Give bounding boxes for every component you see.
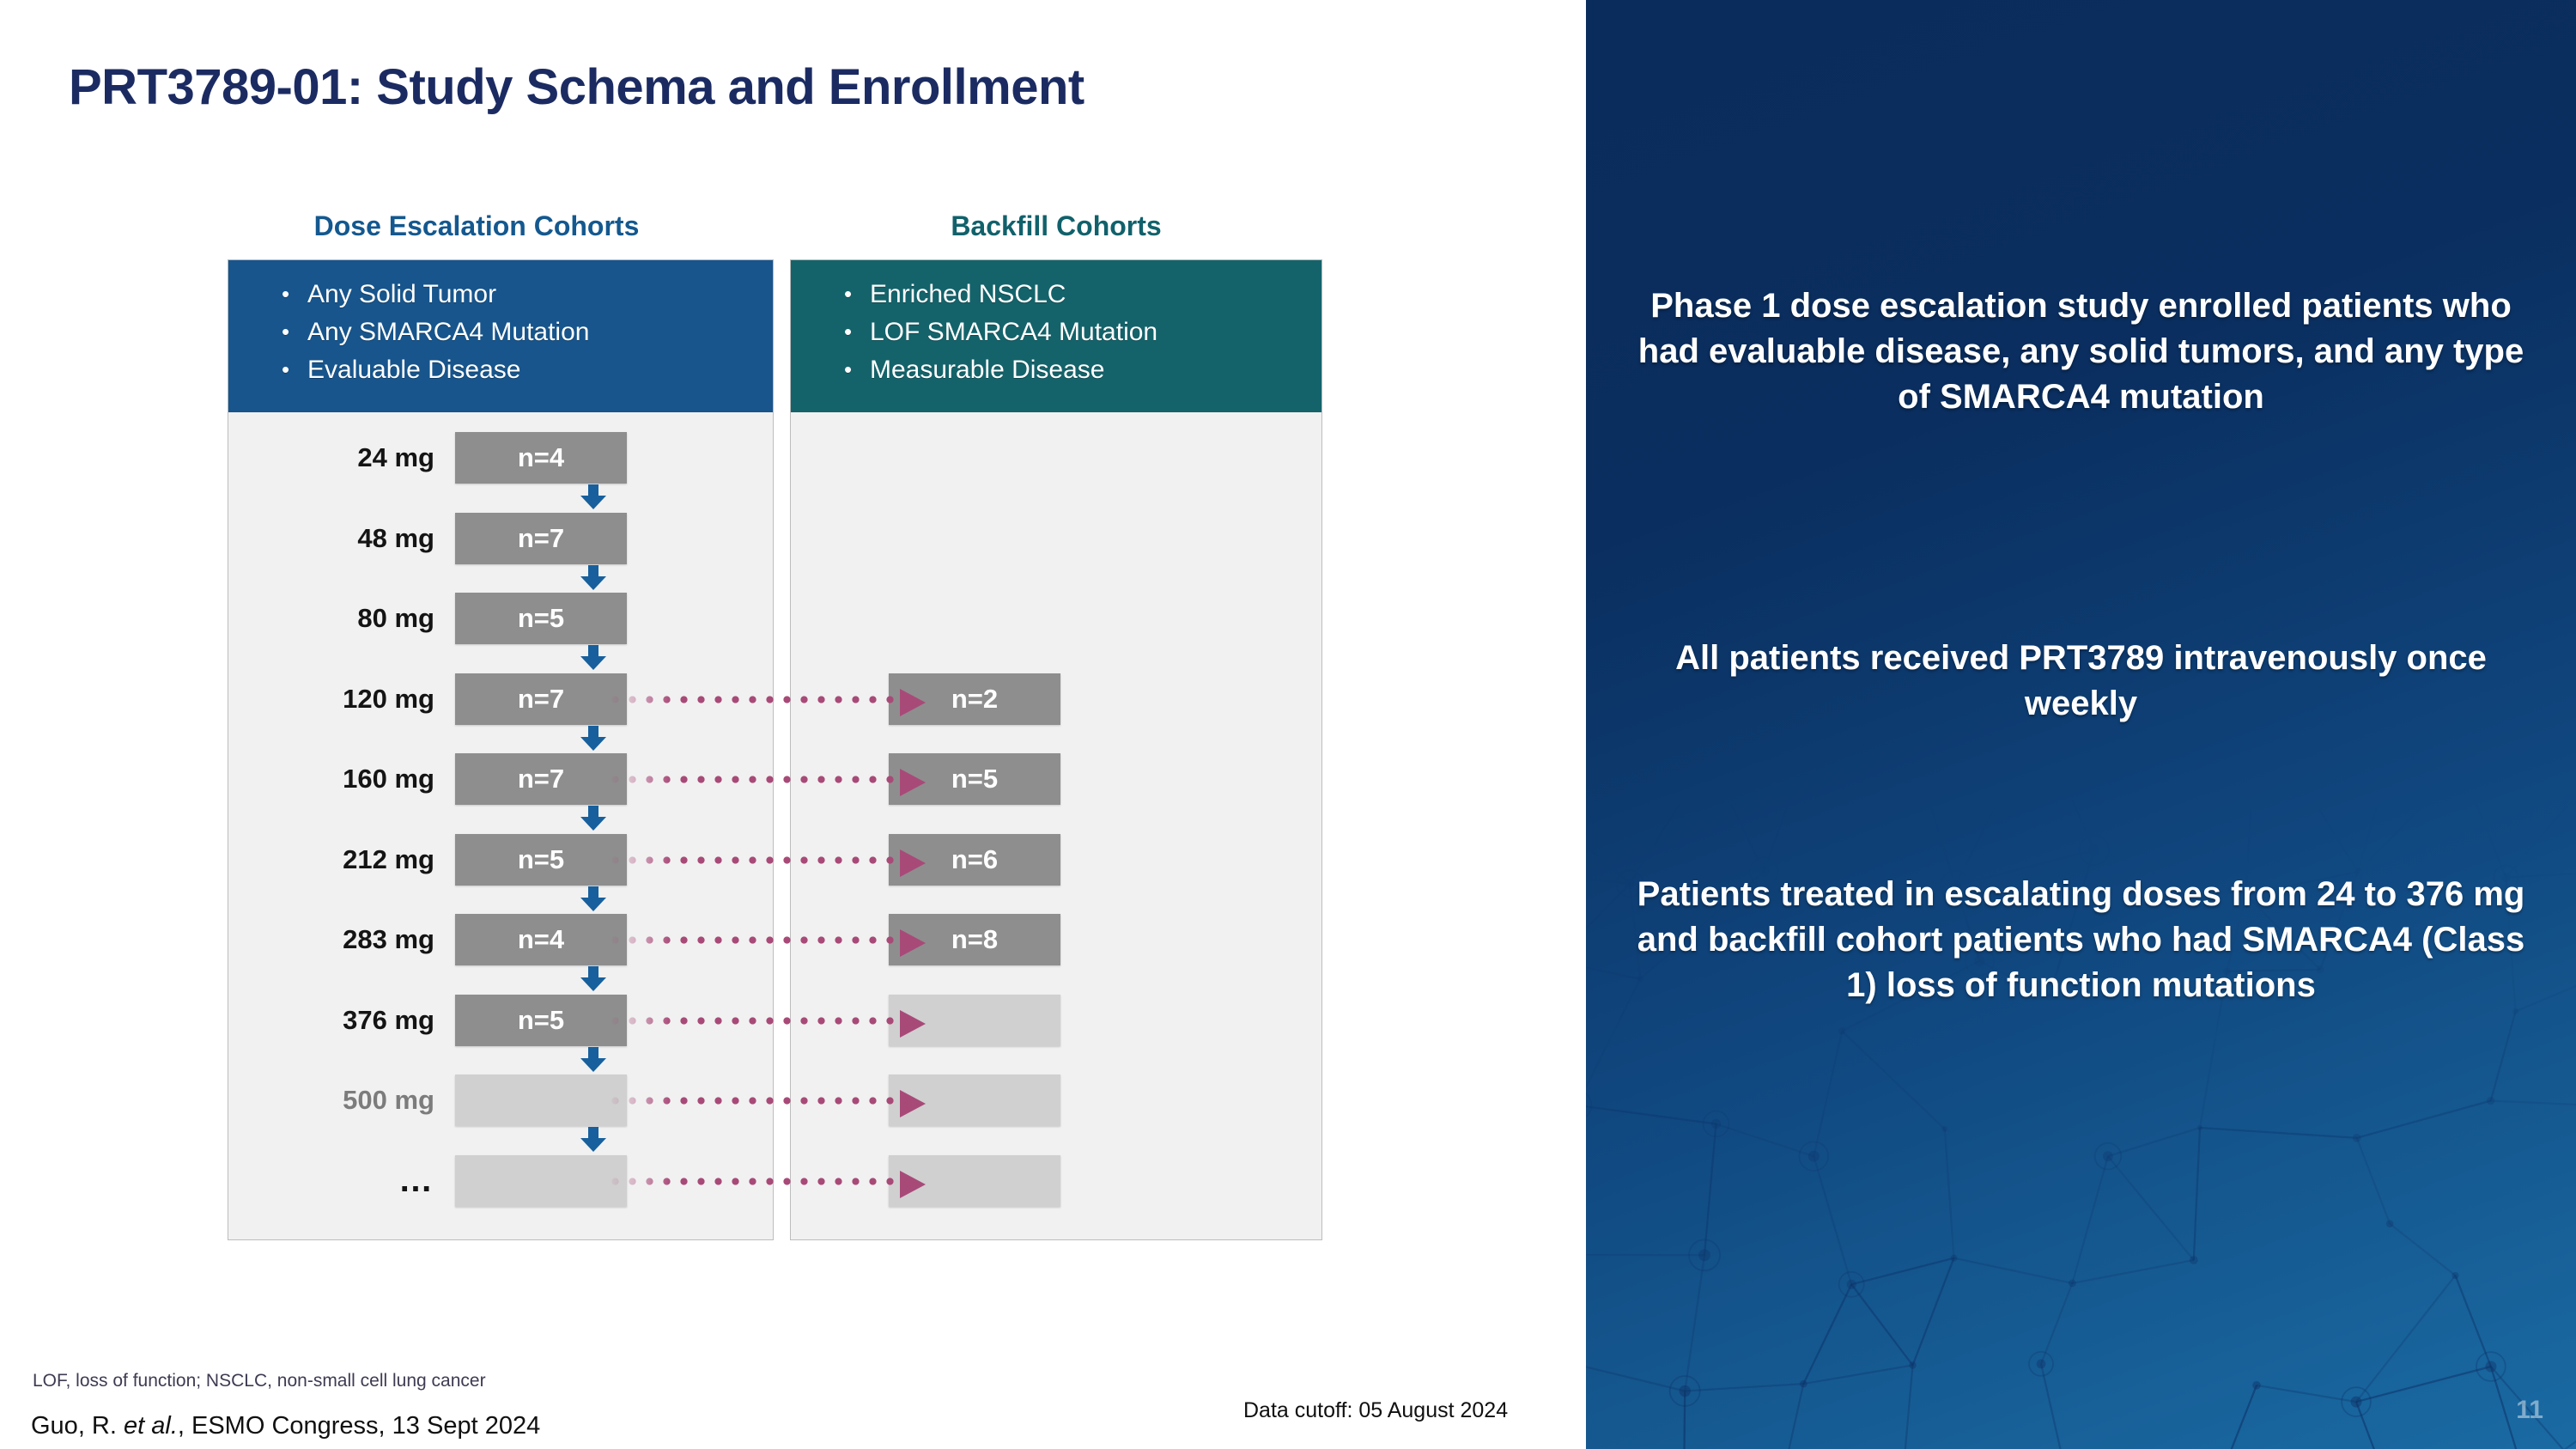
- escalation-enrollment-box: n=5: [455, 833, 627, 886]
- dose-level-label: 376 mg: [343, 1004, 434, 1035]
- escalation-enrollment-box: n=5: [455, 593, 627, 644]
- escalation-down-arrow-icon: [579, 1046, 608, 1073]
- dose-ladder-row: 283 mg n=4: [228, 913, 774, 966]
- dose-escalation-ladder: 24 mg n=4 48 mg n=7 80 mg n=5 120 mg n=7 160 mg n…: [228, 412, 774, 1240]
- citation-note: Guo, R. et al., ESMO Congress, 13 Sept 2…: [31, 1412, 540, 1440]
- dose-ladder-row: 80 mg n=5: [228, 592, 774, 645]
- dose-ladder-row: 120 mg n=7: [228, 673, 774, 726]
- backfill-connector-arrow-icon: [611, 1009, 933, 1038]
- escalation-down-arrow-icon: [579, 564, 608, 591]
- escalation-down-arrow-icon: [579, 886, 608, 912]
- dose-ladder-row: 160 mg n=7: [228, 752, 774, 806]
- backfill-connector-arrow-icon: [611, 1170, 933, 1198]
- backfill-enrollment-box: n=6: [889, 833, 1060, 886]
- escalation-enrollment-box: n=7: [455, 753, 627, 805]
- citation-italic: et al.: [124, 1412, 178, 1440]
- dose-level-label: …: [398, 1161, 434, 1199]
- dose-level-label: 160 mg: [343, 764, 434, 794]
- escalation-down-arrow-icon: [579, 645, 608, 671]
- abbreviations-note: LOF, loss of function; NSCLC, non-small …: [33, 1371, 486, 1391]
- criteria-item: Any SMARCA4 Mutation: [282, 313, 773, 351]
- escalation-enrollment-box: [455, 1154, 627, 1207]
- dose-level-label: 48 mg: [357, 522, 434, 553]
- right-panel-copy: Phase 1 dose escalation study enrolled p…: [1586, 0, 2576, 1449]
- escalation-down-arrow-icon: [579, 966, 608, 992]
- right-summary-panel: Phase 1 dose escalation study enrolled p…: [1586, 0, 2576, 1449]
- slide-left-content: PRT3789-01: Study Schema and Enrollment …: [0, 0, 1586, 1449]
- escalation-down-arrow-icon: [579, 484, 608, 510]
- escalation-enrollment-box: [455, 1075, 627, 1126]
- dose-level-label: 120 mg: [343, 683, 434, 714]
- data-cutoff-note: Data cutoff: 05 August 2024: [1243, 1398, 1509, 1422]
- backfill-row: n=6: [790, 833, 1322, 886]
- escalation-down-arrow-icon: [579, 806, 608, 831]
- escalation-down-arrow-icon: [579, 725, 608, 752]
- backfill-criteria-list: Enriched NSCLC LOF SMARCA4 Mutation Meas…: [844, 275, 1321, 389]
- summary-paragraph-1: Phase 1 dose escalation study enrolled p…: [1637, 287, 2524, 416]
- dose-level-label: 500 mg: [343, 1085, 434, 1115]
- escalation-enrollment-box: n=7: [455, 673, 627, 725]
- criteria-item: Any Solid Tumor: [282, 275, 773, 314]
- dose-ladder-row: 500 mg: [228, 1074, 774, 1127]
- criteria-item: LOF SMARCA4 Mutation: [844, 313, 1321, 351]
- summary-paragraph-3: Patients treated in escalating doses fro…: [1637, 875, 2525, 1004]
- criteria-item: Evaluable Disease: [282, 350, 773, 389]
- citation-suffix: , ESMO Congress, 13 Sept 2024: [177, 1412, 541, 1440]
- dose-level-label: 80 mg: [357, 603, 434, 633]
- backfill-connector-arrow-icon: [611, 1090, 933, 1117]
- backfill-heading: Backfill Cohorts: [951, 210, 1162, 241]
- dose-ladder-row: 212 mg n=5: [228, 833, 774, 886]
- escalation-enrollment-box: n=4: [455, 432, 627, 484]
- slide-number: 11: [2516, 1396, 2543, 1424]
- dose-escalation-heading: Dose Escalation Cohorts: [313, 210, 640, 241]
- backfill-connector-arrow-icon: [611, 929, 933, 957]
- dose-ladder-row: 24 mg n=4: [228, 431, 774, 484]
- escalation-down-arrow-icon: [579, 1127, 608, 1153]
- network-background-graphic: [1586, 796, 2576, 1449]
- dose-ladder-row: …: [228, 1154, 774, 1208]
- escalation-enrollment-box: n=7: [455, 512, 627, 564]
- citation-prefix: Guo, R.: [31, 1412, 124, 1440]
- criteria-item: Enriched NSCLC: [844, 275, 1321, 314]
- dose-level-label: 283 mg: [343, 924, 434, 954]
- backfill-criteria-box: Enriched NSCLC LOF SMARCA4 Mutation Meas…: [790, 259, 1322, 412]
- page-title: PRT3789-01: Study Schema and Enrollment: [69, 59, 1084, 115]
- escalation-enrollment-box: n=5: [455, 994, 627, 1046]
- dose-level-label: 24 mg: [357, 442, 434, 472]
- summary-paragraph-2: All patients received PRT3789 intravenou…: [1675, 639, 2487, 722]
- backfill-connector-arrow-icon: [611, 769, 933, 796]
- dose-ladder-row: 376 mg n=5: [228, 994, 774, 1047]
- dose-escalation-criteria-list: Any Solid Tumor Any SMARCA4 Mutation Eva…: [282, 275, 773, 389]
- dose-level-label: 212 mg: [343, 843, 434, 874]
- escalation-enrollment-box: n=4: [455, 914, 627, 965]
- backfill-connector-arrow-icon: [611, 849, 933, 877]
- backfill-connector-arrow-icon: [611, 688, 933, 716]
- criteria-item: Measurable Disease: [844, 350, 1321, 389]
- dose-escalation-criteria-box: Any Solid Tumor Any SMARCA4 Mutation Eva…: [228, 259, 774, 412]
- dose-ladder-row: 48 mg n=7: [228, 512, 774, 565]
